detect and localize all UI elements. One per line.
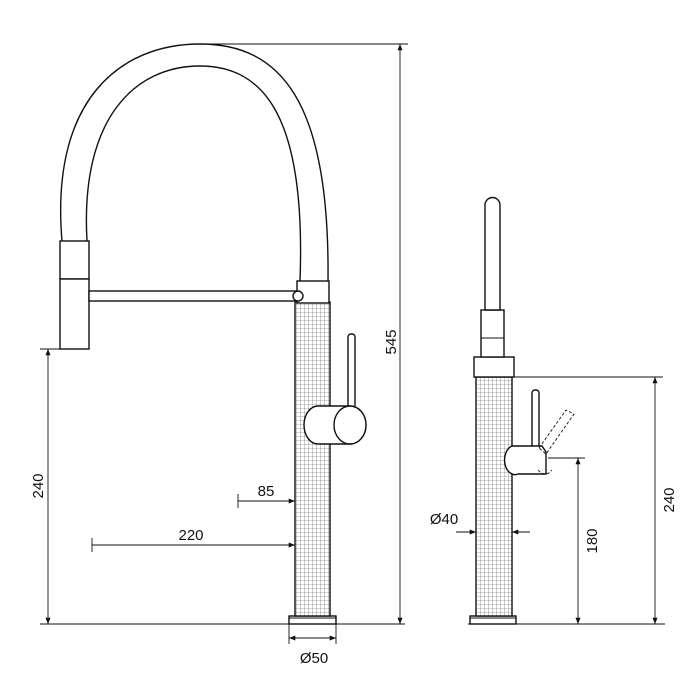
dim-85-label: 85 (258, 483, 275, 500)
front-lever-stick (347, 333, 356, 409)
side-hose (484, 196, 501, 311)
front-base-plate (288, 615, 337, 625)
dim-180-label: 180 (584, 528, 601, 553)
side-spray-head (480, 309, 505, 358)
side-lever-stick (531, 389, 540, 449)
dim-545-label: 545 (383, 329, 400, 354)
front-hose-inner (85, 65, 302, 282)
side-lever-tilted-dashed (537, 409, 575, 475)
front-spray-head-body (59, 278, 90, 350)
front-spray-head-top (59, 240, 90, 280)
side-base-plate (469, 615, 517, 625)
side-body-collar (473, 356, 515, 378)
side-lever-hub (503, 445, 547, 476)
front-lever-hub-face (333, 405, 367, 445)
dim-240-front-label: 240 (30, 473, 47, 498)
front-view: 545 240 85 220 Ø50 (30, 43, 408, 667)
front-arm-knob (292, 290, 304, 302)
front-support-arm (88, 290, 297, 302)
front-knurled-body (294, 301, 331, 617)
dim-220-label: 220 (178, 527, 203, 544)
front-hose-outer (60, 43, 329, 282)
dim-50-label: Ø50 (300, 650, 328, 667)
side-knurled-body (475, 376, 513, 617)
dim-40-label: Ø40 (430, 511, 458, 528)
side-view: Ø40 180 240 (430, 196, 678, 625)
dim-240-side-label: 240 (661, 487, 678, 512)
